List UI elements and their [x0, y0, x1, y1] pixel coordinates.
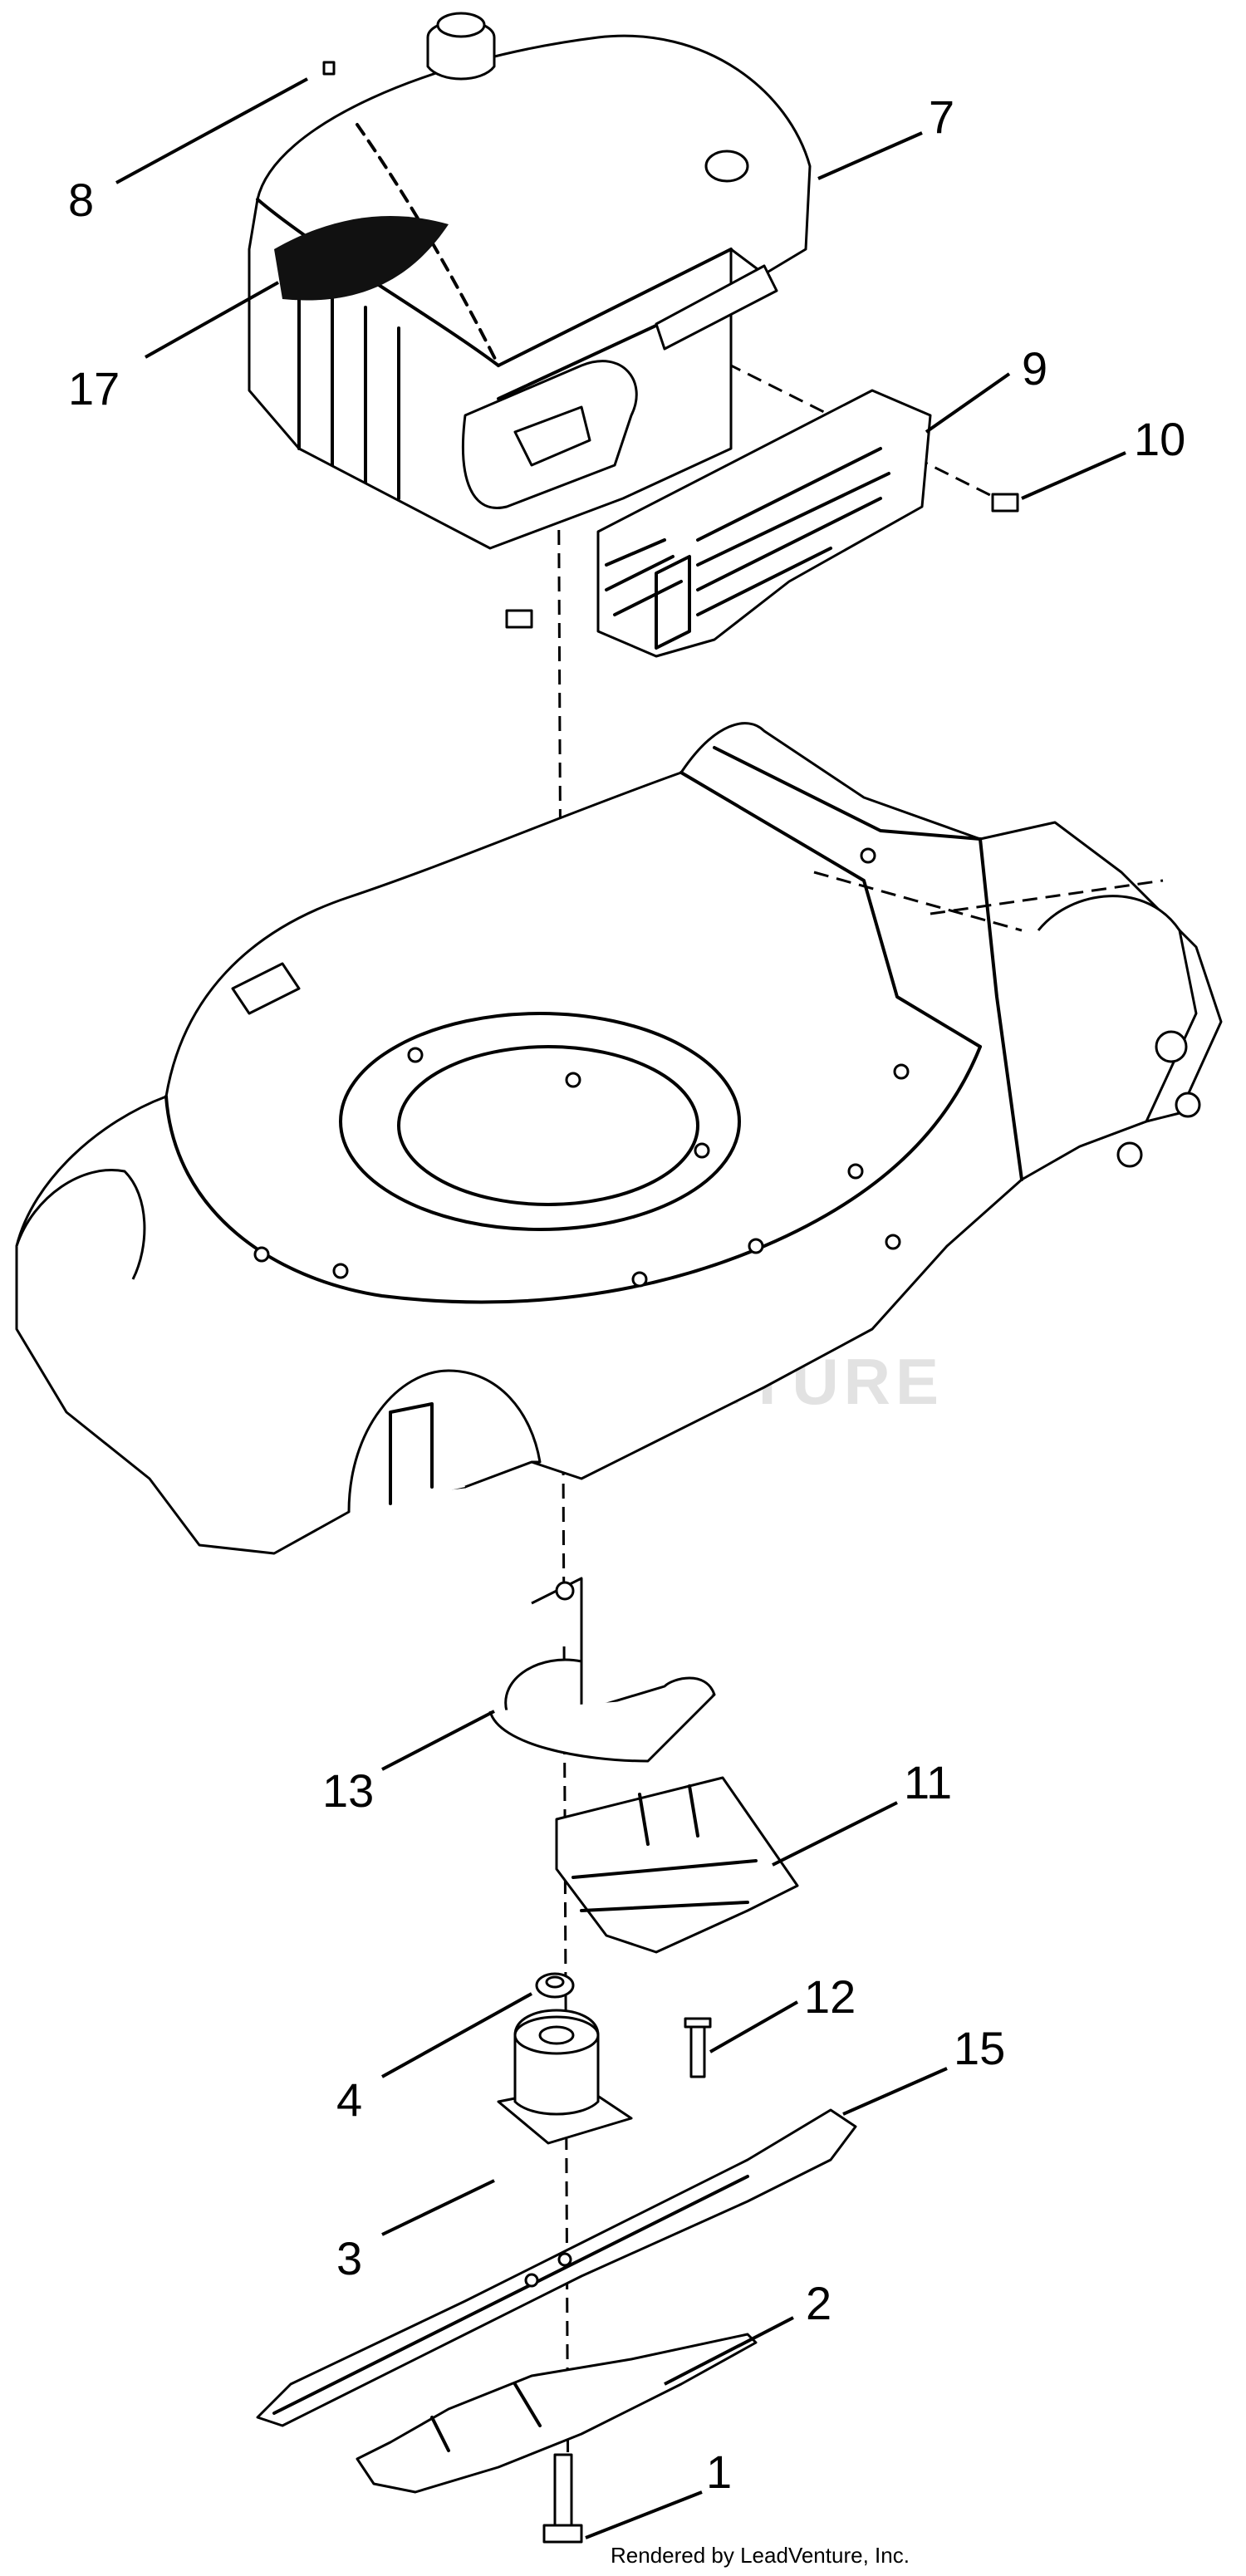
blade-baffle — [488, 1577, 716, 1763]
callout-9: 9 — [1022, 342, 1047, 395]
callout-1: 1 — [706, 2446, 732, 2498]
callout-3: 3 — [336, 2232, 362, 2284]
assembly-centerline — [557, 390, 570, 2526]
leader-13 — [381, 1710, 495, 1771]
heat-shield — [596, 389, 932, 658]
callout-2: 2 — [806, 2277, 831, 2329]
leader-4 — [381, 1992, 532, 2078]
callout-8: 8 — [68, 174, 94, 226]
callout-7: 7 — [929, 91, 954, 143]
leader-17 — [145, 281, 279, 359]
engine — [248, 12, 812, 550]
leader-7 — [817, 131, 923, 180]
shield-bolts — [505, 493, 1019, 629]
callout-13: 13 — [322, 1764, 374, 1817]
callout-12: 12 — [804, 1970, 856, 2023]
render-credit: Rendered by LeadVenture, Inc. — [611, 2543, 910, 2568]
leader-12 — [709, 2000, 798, 2053]
leader-3 — [381, 2179, 495, 2236]
blade-adapter — [497, 2009, 633, 2145]
callout-17: 17 — [68, 362, 120, 415]
part-8-plug — [322, 61, 336, 76]
callout-4: 4 — [336, 2073, 362, 2126]
leader-10 — [1021, 451, 1126, 500]
leader-2 — [664, 2316, 794, 2386]
shield-bolt — [684, 2017, 712, 2078]
blade-guard — [356, 2333, 758, 2494]
blade-bolt — [542, 2453, 583, 2544]
mower-blade — [256, 2108, 857, 2427]
mower-deck — [15, 722, 1223, 1555]
leader-1 — [585, 2490, 703, 2539]
callout-10: 10 — [1134, 413, 1185, 465]
leader-15 — [842, 2067, 948, 2116]
leader-8 — [115, 77, 308, 184]
callout-11: 11 — [904, 1756, 952, 1808]
callout-15: 15 — [954, 2022, 1005, 2074]
blade-shield — [555, 1776, 799, 1954]
leader-11 — [772, 1801, 898, 1867]
leader-9 — [925, 372, 1011, 434]
washer — [535, 1972, 575, 1999]
